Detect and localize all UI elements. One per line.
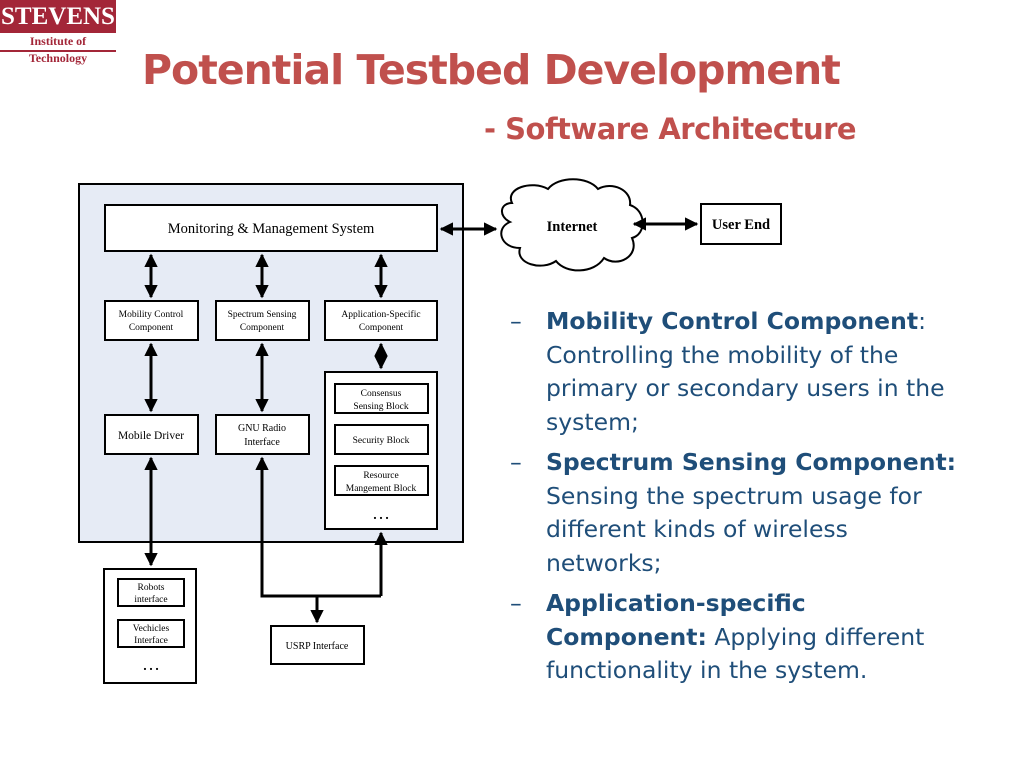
usrp-interface-label: USRP Interface xyxy=(286,641,349,652)
stevens-logo: STEVENS Institute of Technology xyxy=(0,0,116,65)
bullet-dash: – xyxy=(510,589,522,617)
line-gnu-usrp-bus xyxy=(255,456,381,598)
application-specific-label-1: Application-Specific xyxy=(341,309,420,320)
robots-interface-box xyxy=(117,578,185,607)
robots-interface-label-1: Robots xyxy=(138,583,165,593)
bullet-text: : Controlling the mobility of the primar… xyxy=(546,307,945,436)
consensus-sensing-box xyxy=(334,383,429,414)
bullet-heading: Mobility Control Component xyxy=(546,307,919,335)
mobile-driver-box xyxy=(104,414,199,455)
security-block-box xyxy=(334,424,429,455)
bullet-application: – Application-specific Component: Applyi… xyxy=(510,587,960,688)
internet-label: Internet xyxy=(547,219,598,235)
bullet-dash: – xyxy=(510,448,522,476)
mobile-driver-label: Mobile Driver xyxy=(118,430,184,442)
resource-management-label-2: Mangement Block xyxy=(346,484,417,494)
bullet-heading: Spectrum Sensing Component: xyxy=(546,448,957,476)
vehicles-interface-label-1: Vechicles xyxy=(133,624,170,634)
spectrum-sensing-box xyxy=(215,300,310,341)
mobility-control-box xyxy=(104,300,199,341)
security-block-label: Security Block xyxy=(353,436,410,446)
logo-subtitle: Institute of Technology xyxy=(0,33,116,65)
bullet-spectrum: – Spectrum Sensing Component: Sensing th… xyxy=(510,446,960,580)
mobility-control-label-1: Mobility Control xyxy=(119,310,184,320)
user-end-label: User End xyxy=(712,217,770,233)
spectrum-sensing-label-2: Component xyxy=(240,323,285,333)
bullet-text: Applying different functionality in the … xyxy=(546,622,925,685)
bullet-mobility: – Mobility Control Component: Controllin… xyxy=(510,305,960,439)
slide-subtitle: - Software Architecture xyxy=(484,112,857,146)
component-descriptions: – Mobility Control Component: Controllin… xyxy=(510,305,960,695)
vehicles-interface-box xyxy=(117,619,185,648)
gnu-radio-label-1: GNU Radio xyxy=(238,423,286,434)
consensus-sensing-label-2: Sensing Block xyxy=(353,402,408,412)
gnu-radio-label-2: Interface xyxy=(244,437,280,448)
spectrum-sensing-label-1: Spectrum Sensing xyxy=(228,310,297,320)
mobility-control-label-2: Component xyxy=(129,323,174,333)
slide-title: Potential Testbed Development xyxy=(142,46,841,94)
usrp-interface-box xyxy=(270,625,365,665)
user-end-box xyxy=(700,203,782,245)
logo-name: STEVENS xyxy=(0,0,116,33)
monitoring-system-label: Monitoring & Management System xyxy=(168,221,375,237)
resource-management-box xyxy=(334,465,429,496)
application-specific-label-2: Component xyxy=(359,323,404,333)
resource-management-label-1: Resource xyxy=(363,471,398,481)
application-specific-box xyxy=(324,300,438,341)
robot-interfaces-ellipsis: … xyxy=(142,654,160,674)
gnu-radio-box xyxy=(215,414,310,455)
monitoring-system-box xyxy=(104,204,438,252)
bullet-text: Sensing the spectrum usage for different… xyxy=(546,481,922,577)
robots-interface-label-2: interface xyxy=(134,594,167,605)
bullet-heading: Application-specific Component: xyxy=(546,589,806,651)
application-blocks-ellipsis: … xyxy=(372,503,390,523)
bullet-dash: – xyxy=(510,307,522,335)
internet-cloud xyxy=(500,178,644,272)
consensus-sensing-label-1: Consensus xyxy=(361,389,402,399)
vehicles-interface-label-2: Interface xyxy=(134,635,168,646)
